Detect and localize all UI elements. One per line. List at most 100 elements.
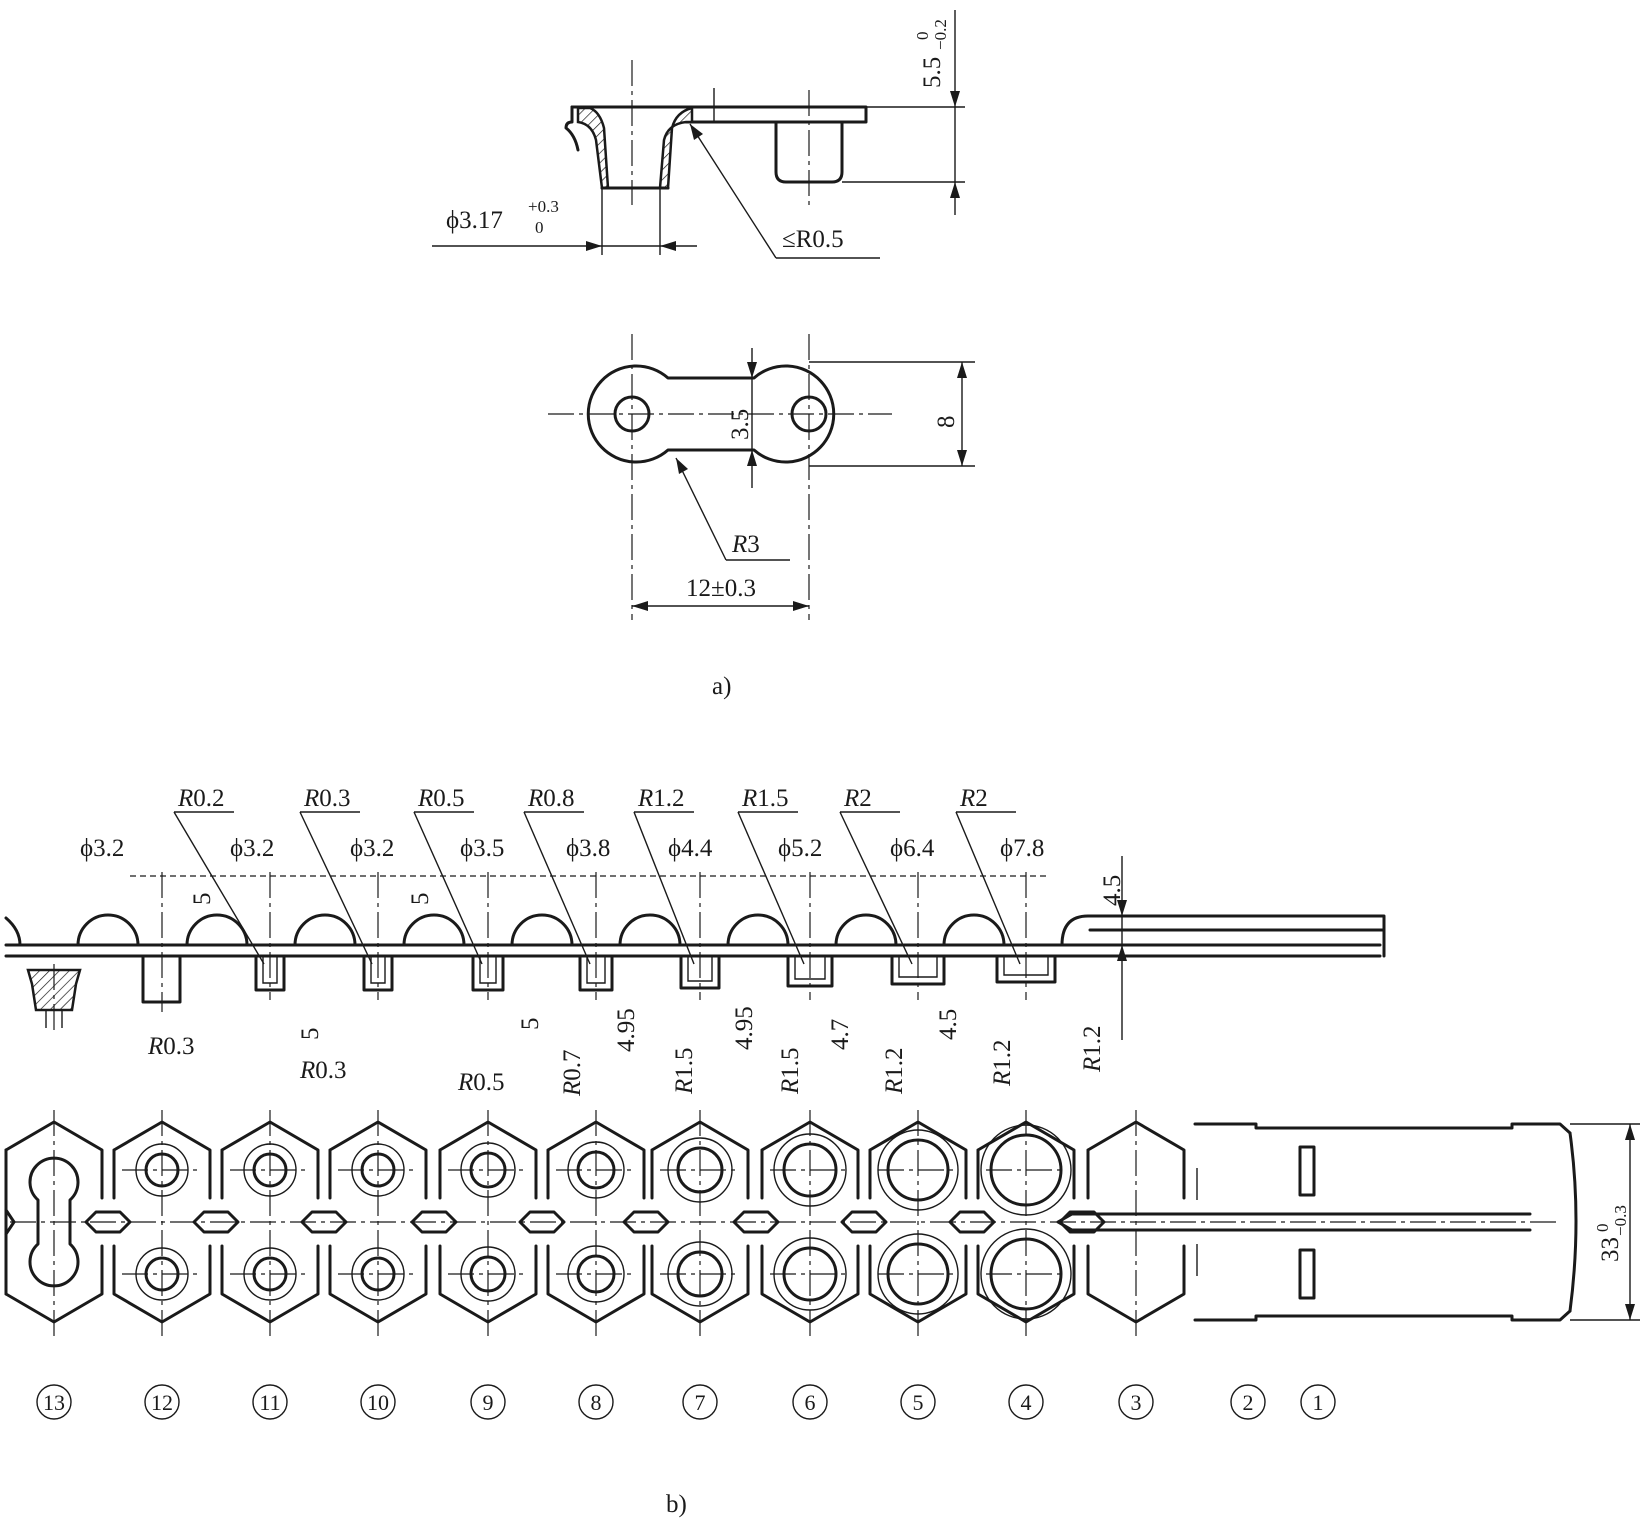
top-radius-label: R2 (843, 785, 872, 812)
strip-tol-lower: −0.3 (1611, 1205, 1630, 1236)
depth-label: 5 (517, 1018, 544, 1031)
station-marker (36, 1384, 72, 1420)
caption-b: b) (666, 1491, 687, 1518)
top-radius-label: R1.5 (741, 785, 789, 812)
depth-label: 4.5 (935, 1009, 962, 1040)
top-radius-label: R0.2 (177, 785, 225, 812)
part-b-plan-view: 33 0 −0.3 (4, 1110, 1640, 1336)
diameter-label: ϕ4.4 (668, 835, 713, 862)
diameter-label: ϕ7.8 (1000, 835, 1044, 862)
neck-dim: 3.5 (727, 409, 754, 440)
width-dim: 8 (933, 416, 960, 429)
top-radius-label: R0.5 (417, 785, 465, 812)
strip-width-dim: 33 (1597, 1237, 1624, 1262)
depth-top2: 5 (407, 893, 434, 906)
station-number: 11 (259, 1390, 280, 1415)
station-number: 2 (1243, 1390, 1254, 1415)
dome (942, 913, 1006, 947)
diameter-label: ϕ6.4 (890, 835, 935, 862)
bottom-radius-label: R0.7 (559, 1049, 586, 1097)
station-marker (144, 1384, 180, 1420)
stock-height-dim: 4.5 (1099, 875, 1126, 906)
caption-a: a) (712, 673, 731, 700)
bottom-radius-label: R1.2 (989, 1039, 1016, 1087)
station-number: 9 (483, 1390, 494, 1415)
hole-dia-value: 3.17 (459, 207, 503, 234)
station-number: 5 (913, 1390, 924, 1415)
fillet-label: ≤R0.5 (782, 226, 844, 253)
station-marker (252, 1384, 288, 1420)
depth-label: 4.95 (731, 1006, 758, 1050)
station-marker (792, 1384, 828, 1420)
diameter-label: ϕ3.2 (230, 835, 274, 862)
hex-upper (1086, 1120, 1186, 1200)
station-marker (1008, 1384, 1044, 1420)
pitch-dim: 12±0.3 (686, 575, 756, 602)
bottom-radius-label: R1.2 (881, 1047, 908, 1095)
hex-upper (546, 1120, 646, 1200)
depth-top: 5 (189, 893, 216, 906)
cup-inner (687, 956, 713, 982)
dome (726, 913, 790, 947)
formed-cup (362, 954, 394, 992)
dome (76, 913, 140, 947)
bottom-radius-label: R1.5 (777, 1047, 804, 1095)
diameter-label: ϕ3.2 (350, 835, 394, 862)
keyhole-blank (28, 1156, 80, 1288)
station-marker (1230, 1384, 1266, 1420)
pilot-slot (840, 1210, 888, 1234)
formed-cup (995, 954, 1057, 984)
top-radius-label: R0.8 (527, 785, 575, 812)
bottom-radius-label: R1.5 (671, 1047, 698, 1095)
formed-cup (254, 954, 286, 992)
diameter-label: ϕ5.2 (778, 835, 822, 862)
part-b-section-view: 4.5 5 5 (4, 856, 1386, 1040)
station-number: 6 (805, 1390, 816, 1415)
height-dim: 5.5 (919, 57, 946, 88)
hex-upper (868, 1120, 968, 1200)
dome (185, 913, 249, 947)
hex-upper (650, 1120, 750, 1200)
bottom-radius-label: R0.3 (147, 1033, 195, 1060)
bottom-radius-label: R0.5 (457, 1069, 505, 1096)
station-marker (900, 1384, 936, 1420)
pilot-slot (192, 1210, 240, 1234)
station-marker (682, 1384, 718, 1420)
strip-tol-upper: 0 (1593, 1224, 1612, 1233)
dome (618, 913, 682, 947)
cup-inner (794, 956, 826, 980)
station-number: 8 (591, 1390, 602, 1415)
hole-tol-upper: +0.3 (528, 197, 559, 216)
hole-boss (980, 1124, 1072, 1216)
station-marker (470, 1384, 506, 1420)
hole-dia-dim: ϕ3.17 (446, 207, 503, 234)
station-marker (1118, 1384, 1154, 1420)
height-tol-lower: −0.2 (931, 19, 950, 50)
dome (510, 913, 574, 947)
hex-upper (328, 1120, 428, 1200)
hex-upper (112, 1120, 212, 1200)
station-number: 12 (151, 1390, 173, 1415)
bottom-radius-label: R1.2 (1079, 1025, 1106, 1073)
diameter-label: ϕ3.2 (80, 835, 124, 862)
station-number: 7 (695, 1390, 706, 1415)
diameter-label: ϕ3.5 (460, 835, 504, 862)
hole-boss (980, 1228, 1072, 1320)
depth-label: 4.7 (827, 1019, 854, 1050)
dome (834, 913, 898, 947)
top-radius-label: R1.2 (637, 785, 685, 812)
station-marker (578, 1384, 614, 1420)
station-marker (360, 1384, 396, 1420)
strip-end (4, 1148, 16, 1296)
hex-upper (760, 1120, 860, 1200)
dome (293, 913, 357, 947)
part-a-top-view: 3.5 8 R3 12±0.3 (548, 334, 975, 620)
height-tol-upper: 0 (913, 32, 932, 41)
formed-cup (578, 954, 614, 992)
station-number: 3 (1131, 1390, 1142, 1415)
station-number: 1 (1313, 1390, 1324, 1415)
station-marker (1300, 1384, 1336, 1420)
formed-cup (471, 954, 505, 992)
